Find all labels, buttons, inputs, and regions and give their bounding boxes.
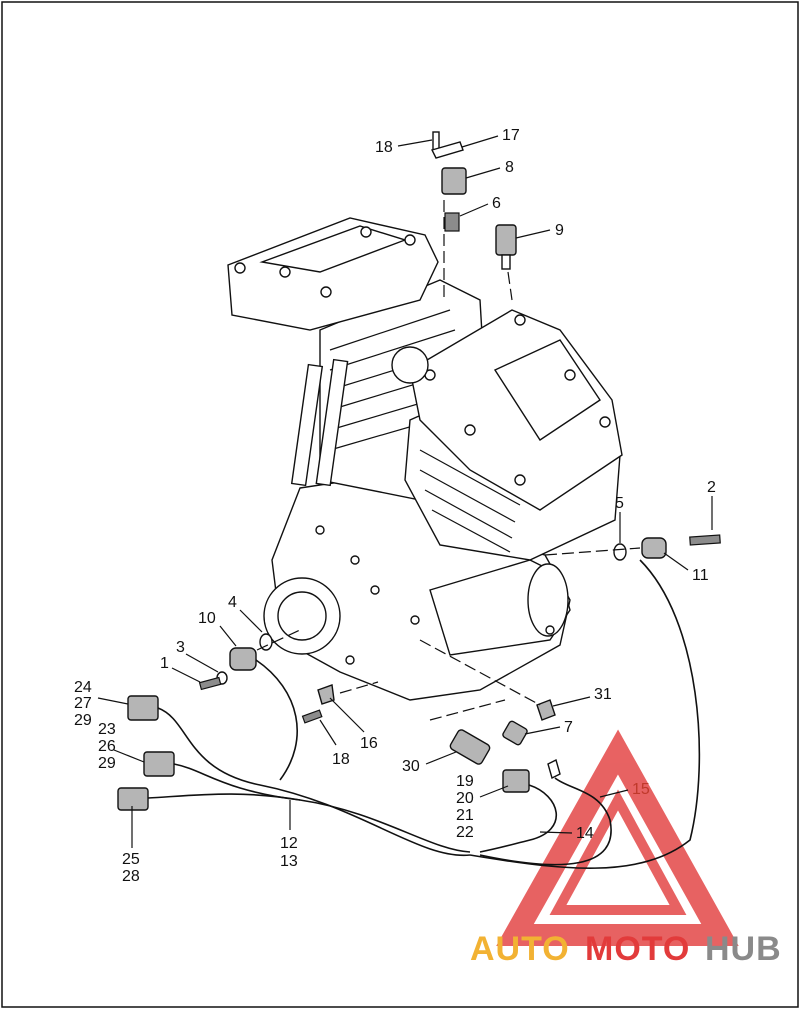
callout-21: 21 <box>456 807 474 824</box>
callout-labels: 18 17 8 6 9 2 5 11 4 10 3 1 24 27 29 23 … <box>74 127 716 885</box>
callout-31: 31 <box>594 686 612 703</box>
engine-assembly <box>227 217 623 701</box>
part-9-sender <box>495 224 517 256</box>
part-19-22-connector <box>502 769 530 793</box>
part-24-27-connector <box>127 695 159 721</box>
part-7-switch <box>502 720 528 746</box>
part-31-boot <box>536 699 556 721</box>
part-8-sensor <box>441 167 467 195</box>
part-18-screw-top <box>432 131 440 151</box>
part-5-o-ring <box>613 543 627 561</box>
part-17-bracket <box>430 141 464 159</box>
part-6-spring <box>444 212 460 232</box>
callout-12: 12 <box>280 835 298 852</box>
engine-bolts <box>234 226 611 665</box>
part-2-screw <box>689 534 721 546</box>
watermark-triangle <box>496 729 739 946</box>
harness-wire-15 <box>479 777 612 866</box>
watermark-hub: HUB <box>705 930 782 968</box>
callout-25: 25 <box>122 851 140 868</box>
front-cylinder-fins <box>419 449 521 553</box>
harness-wire-11 <box>469 559 701 869</box>
harness-wire-10 <box>255 659 299 781</box>
callout-17: 17 <box>502 127 520 144</box>
part-11-sensor <box>641 537 667 559</box>
part-18-screw-lower <box>301 709 323 724</box>
callout-7: 7 <box>564 719 573 736</box>
part-25-28-connector <box>117 787 149 811</box>
callout-10: 10 <box>198 610 216 627</box>
callout-5: 5 <box>615 495 624 512</box>
harness-wire-25 <box>147 793 301 801</box>
callout-18-top: 18 <box>375 139 393 156</box>
part-10-sensor <box>229 647 257 671</box>
callout-29-b: 29 <box>98 755 116 772</box>
intake-port <box>391 346 429 384</box>
callout-14: 14 <box>576 825 594 842</box>
watermark-text: AUTO MOTO HUB <box>470 930 782 968</box>
front-rocker-cover-top <box>493 339 601 441</box>
part-1-screw <box>198 676 222 691</box>
small-parts <box>117 131 721 811</box>
callout-13: 13 <box>280 853 298 870</box>
callout-3: 3 <box>176 639 185 656</box>
harness-wire-19 <box>479 784 558 853</box>
part-9-thread <box>501 254 511 270</box>
callout-1: 1 <box>160 655 169 672</box>
assembly-dashes <box>256 200 641 721</box>
part-16-clip <box>317 684 335 705</box>
part-23-26-connector <box>143 751 175 777</box>
dash-sender-9 <box>507 271 513 301</box>
callout-16: 16 <box>360 735 378 752</box>
part-30-sensor <box>449 729 491 765</box>
harness-wire-24 <box>157 707 471 857</box>
callout-leaders <box>97 135 713 848</box>
part-4-o-ring <box>259 633 273 651</box>
callout-29-a: 29 <box>74 712 92 729</box>
watermark-logo <box>496 729 739 946</box>
dash-boot-31 <box>419 639 541 706</box>
callout-20: 20 <box>456 790 474 807</box>
engine-primary-inner <box>277 591 327 641</box>
callout-27: 27 <box>74 695 92 712</box>
callout-4: 4 <box>228 594 237 611</box>
callout-11: 11 <box>692 567 709 584</box>
callout-28: 28 <box>122 868 140 885</box>
wiring-harness <box>147 559 701 869</box>
starter-end-cap <box>527 563 569 637</box>
harness-wire-23 <box>173 763 471 853</box>
callout-26: 26 <box>98 738 116 755</box>
callout-9: 9 <box>555 222 564 239</box>
dash-sensor-10 <box>256 629 301 651</box>
callout-18-lower: 18 <box>332 751 350 768</box>
callout-30: 30 <box>402 758 420 775</box>
dash-sensor-11 <box>544 547 641 556</box>
watermark-auto: AUTO <box>470 930 570 968</box>
callout-24: 24 <box>74 679 92 696</box>
dash-clip-16 <box>339 681 379 694</box>
callout-6: 6 <box>492 195 501 212</box>
push-rod-tubes <box>290 358 349 487</box>
callout-15: 15 <box>632 781 650 798</box>
callout-19: 19 <box>456 773 474 790</box>
part-15-terminal <box>547 758 561 780</box>
watermark-moto: MOTO <box>585 930 690 968</box>
watermark-inner-triangle <box>549 789 687 915</box>
callout-22: 22 <box>456 824 474 841</box>
dash-switch-7 <box>429 699 506 721</box>
callout-23: 23 <box>98 721 116 738</box>
callout-8: 8 <box>505 159 514 176</box>
callout-2: 2 <box>707 479 716 496</box>
